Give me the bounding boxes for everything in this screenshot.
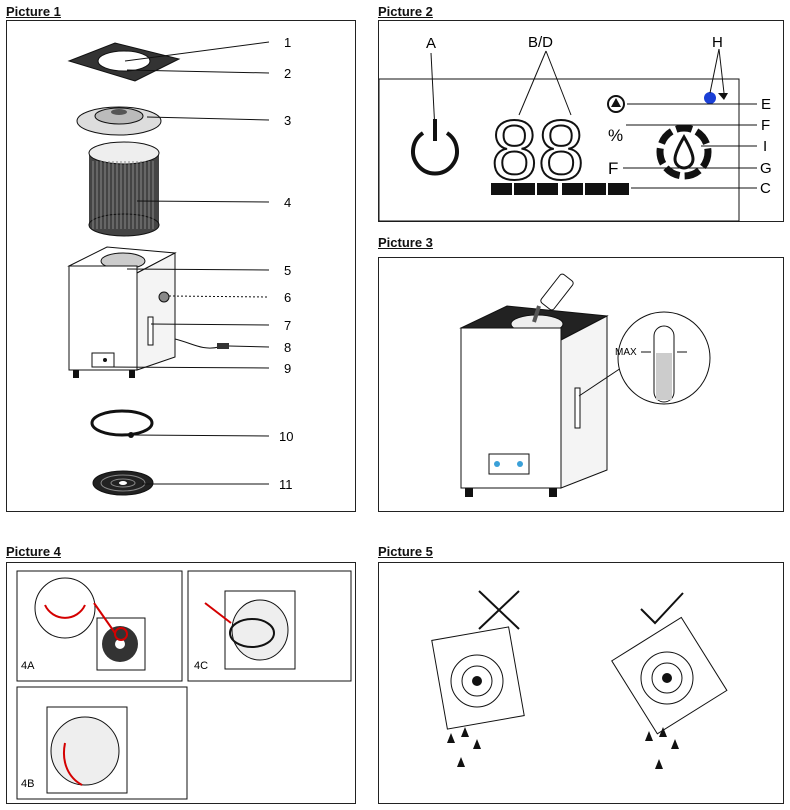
label-a: A <box>426 35 436 52</box>
callout-10: 10 <box>279 429 293 444</box>
callout-4: 4 <box>284 195 291 210</box>
filter-cylinder <box>88 141 160 237</box>
label-g: G <box>760 160 772 177</box>
picture-1-panel: 1 2 3 4 5 6 7 8 9 10 11 <box>6 20 356 512</box>
callout-3: 3 <box>284 113 291 128</box>
callout-8: 8 <box>284 340 291 355</box>
h-indicator-wifi-icon <box>718 93 728 100</box>
step-4b: 4B <box>21 706 128 794</box>
label-f: F <box>761 117 770 134</box>
label-bd: B/D <box>528 34 553 51</box>
wrong-orientation <box>431 590 525 767</box>
humidifier-unit <box>459 305 609 497</box>
control-panel-diagram: A 88 B/D % F H E F I G C <box>378 34 772 222</box>
level-magnifier <box>617 311 711 405</box>
callout-7: 7 <box>284 318 291 333</box>
callout-1: 1 <box>284 35 291 50</box>
label-4a: 4A <box>21 660 35 672</box>
label-f-display: F <box>608 159 618 178</box>
percent-sign: % <box>608 126 623 145</box>
humidifier-body <box>67 246 229 378</box>
label-i: I <box>763 138 767 155</box>
callout-lines <box>106 41 270 485</box>
callout-5: 5 <box>284 263 291 278</box>
picture-3-panel: MAX <box>378 257 784 512</box>
disassembly-steps: 4A 4C 4B <box>16 570 352 800</box>
picture-5-panel <box>378 562 784 804</box>
picture-4-title: Picture 4 <box>6 544 61 559</box>
label-4c: 4C <box>194 660 208 672</box>
exploded-view-diagram: 1 2 3 4 5 6 7 8 9 10 11 <box>67 35 293 496</box>
top-grille <box>67 42 181 82</box>
panel-callout-lines <box>623 103 757 189</box>
step-4c: 4C <box>194 590 296 672</box>
label-h: H <box>712 34 723 51</box>
level-bar-segments <box>491 183 629 195</box>
callout-numbers: 1 2 3 4 5 6 7 8 9 10 11 <box>279 35 293 492</box>
small-drop-icon <box>607 95 625 113</box>
label-e: E <box>761 96 771 113</box>
seal-ring <box>90 409 154 438</box>
callout-9: 9 <box>284 361 291 376</box>
picture-4-panel: 4A 4C 4B <box>6 562 356 804</box>
base-disc <box>92 470 154 496</box>
callout-11: 11 <box>279 477 293 492</box>
label-c: C <box>760 180 771 197</box>
orientation-diagram <box>431 590 728 769</box>
step-4a: 4A <box>21 577 146 672</box>
picture-5-title: Picture 5 <box>378 544 433 559</box>
water-jug <box>532 273 574 323</box>
callout-2: 2 <box>284 66 291 81</box>
picture-1-title: Picture 1 <box>6 4 61 19</box>
correct-orientation <box>611 592 728 769</box>
picture-3-title: Picture 3 <box>378 235 433 250</box>
max-label: MAX <box>615 347 637 358</box>
seven-segment-display: 88 <box>491 103 584 197</box>
label-4b: 4B <box>21 778 34 790</box>
water-drop-ring-icon <box>656 124 712 180</box>
mist-nozzle <box>76 106 162 136</box>
picture-2-panel: A 88 B/D % F H E F I G C <box>378 20 784 222</box>
h-indicator-blue-dot <box>704 92 716 104</box>
callout-6: 6 <box>284 290 291 305</box>
picture-2-title: Picture 2 <box>378 4 433 19</box>
filling-diagram: MAX <box>459 273 711 497</box>
